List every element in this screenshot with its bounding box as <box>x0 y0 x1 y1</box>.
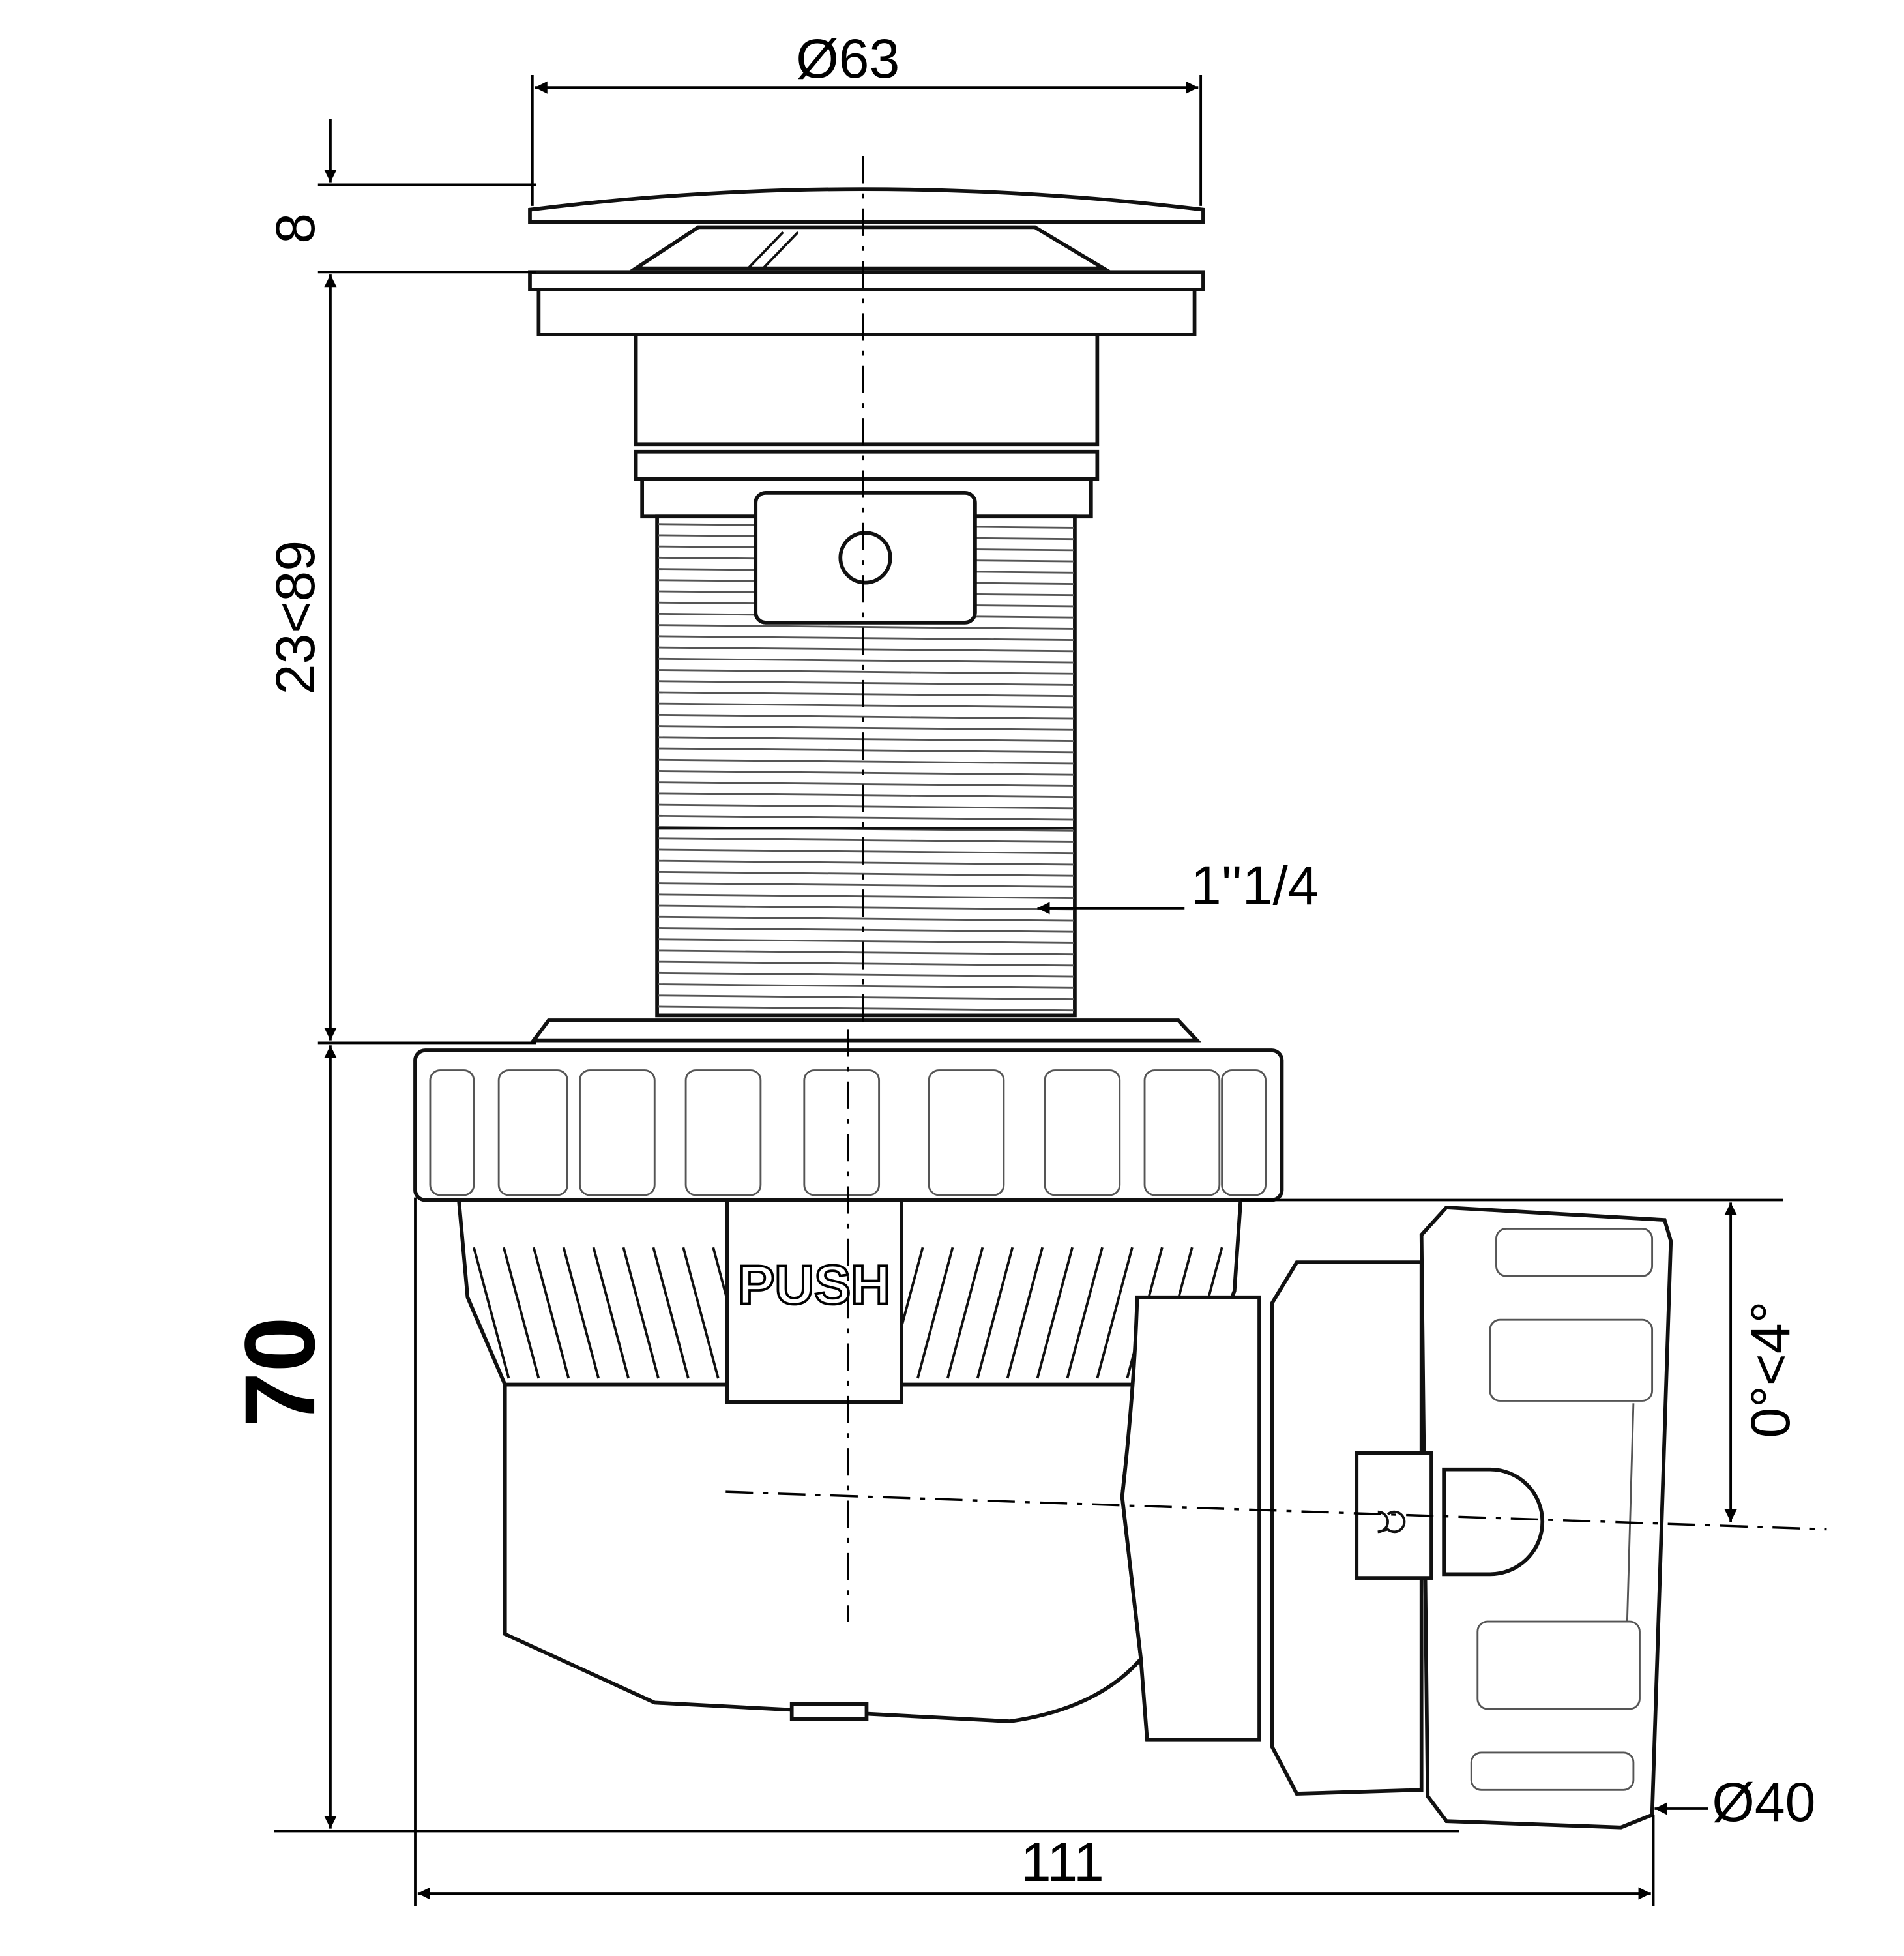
outlet-axis <box>725 1490 1827 1531</box>
thread-size-label: 1''1/4 <box>1191 855 1319 916</box>
cap-height-label: 8 <box>265 213 326 244</box>
trap-body: PUSH <box>456 1198 1261 1742</box>
dimension-thread: 1''1/4 <box>1037 855 1319 916</box>
dimension-total-width: 111 <box>414 1197 1655 1906</box>
drain-body <box>634 333 1100 1018</box>
total-width-label: 111 <box>1021 1831 1104 1893</box>
outlet-angle-label: 0°<4° <box>1740 1301 1801 1438</box>
dimension-vertical: 8 23<89 70 <box>224 119 1459 1833</box>
dimension-outlet-diameter: Ø40 <box>1654 1771 1815 1833</box>
push-label: PUSH <box>738 1254 890 1315</box>
drain-cap <box>528 187 1205 336</box>
total-height-label: 70 <box>224 1316 336 1427</box>
outlet-connector <box>1270 1206 1673 1830</box>
cap-diameter-label: Ø63 <box>796 28 900 89</box>
dimension-cap-diameter: Ø63 <box>531 28 1203 206</box>
dimension-angle: 0°<4° <box>1240 1198 1801 1522</box>
outlet-diameter-label: Ø40 <box>1712 1771 1815 1833</box>
body-height-label: 23<89 <box>265 541 326 694</box>
push-button[interactable]: PUSH <box>725 1198 903 1404</box>
clamp-nut <box>413 1018 1284 1202</box>
